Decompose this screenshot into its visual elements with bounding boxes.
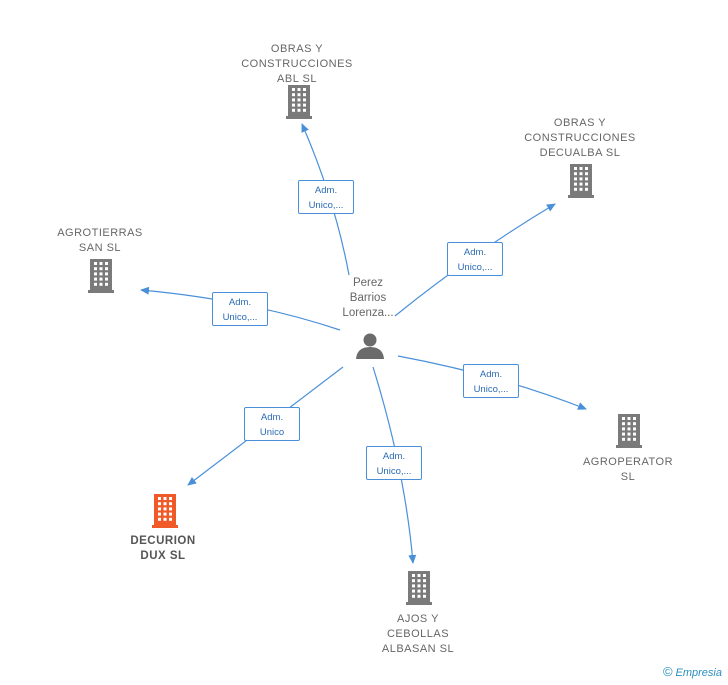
- edge-label-line: Unico,...: [376, 466, 412, 477]
- edge-label-line: Unico: [259, 427, 285, 438]
- edge-label-line: Unico,...: [222, 312, 258, 323]
- edge-label-obras-decualba[interactable]: Adm. Unico,...: [447, 242, 503, 276]
- footer-brand[interactable]: ©Empresia: [663, 664, 722, 679]
- edge-label-obras-abl[interactable]: Adm. Unico,...: [298, 180, 354, 214]
- building-icon-agrotierras[interactable]: [88, 259, 114, 293]
- company-label-obras-abl[interactable]: OBRAS Y CONSTRUCCIONES ABL SL: [241, 43, 353, 85]
- edge-label-line: Adm.: [382, 451, 406, 462]
- edge-label-line: Unico,...: [457, 262, 493, 273]
- building-icon-agroperator[interactable]: [616, 414, 642, 448]
- company-label-agroperator[interactable]: AGROPERATOR SL: [582, 456, 674, 483]
- person-icon[interactable]: [356, 333, 384, 360]
- brand-name: Empresia: [675, 667, 722, 679]
- edge-label-line: Adm.: [228, 297, 252, 308]
- company-label-agrotierras[interactable]: AGROTIERRAS SAN SL: [57, 227, 143, 254]
- center-name-line-3: Lorenza...: [342, 307, 394, 319]
- edges-layer: [140, 123, 587, 564]
- edge-label-line: Adm.: [260, 412, 284, 423]
- company-label-decurion[interactable]: DECURION DUX SL: [130, 535, 196, 562]
- building-icon-decurion[interactable]: [152, 494, 178, 528]
- edge-label-line: Adm.: [314, 185, 338, 196]
- edge-label-agroperator[interactable]: Adm. Unico,...: [463, 364, 519, 398]
- edge-label-agrotierras[interactable]: Adm. Unico,...: [212, 292, 268, 326]
- edge-label-decurion[interactable]: Adm. Unico: [244, 407, 300, 441]
- edge-label-ajos[interactable]: Adm. Unico,...: [366, 446, 422, 480]
- edge-label-line: Unico,...: [308, 200, 344, 211]
- nodes-layer: [88, 85, 642, 605]
- edge-label-line: Adm.: [479, 369, 503, 380]
- company-label-ajos[interactable]: AJOS Y CEBOLLAS ALBASAN SL: [381, 613, 455, 655]
- center-name-line-1: Perez: [352, 277, 384, 289]
- building-icon-ajos[interactable]: [406, 571, 432, 605]
- building-icon-obras-abl[interactable]: [286, 85, 312, 119]
- copyright-symbol: ©: [662, 664, 673, 679]
- company-label-obras-decualba[interactable]: OBRAS Y CONSTRUCCIONES DECUALBA SL: [524, 117, 636, 159]
- edge-label-line: Adm.: [463, 247, 487, 258]
- edge-label-line: Unico,...: [473, 384, 509, 395]
- center-name-line-2: Barrios: [349, 292, 387, 304]
- building-icon-obras-decualba[interactable]: [568, 164, 594, 198]
- center-person-label[interactable]: Perez Barrios Lorenza...: [313, 276, 423, 321]
